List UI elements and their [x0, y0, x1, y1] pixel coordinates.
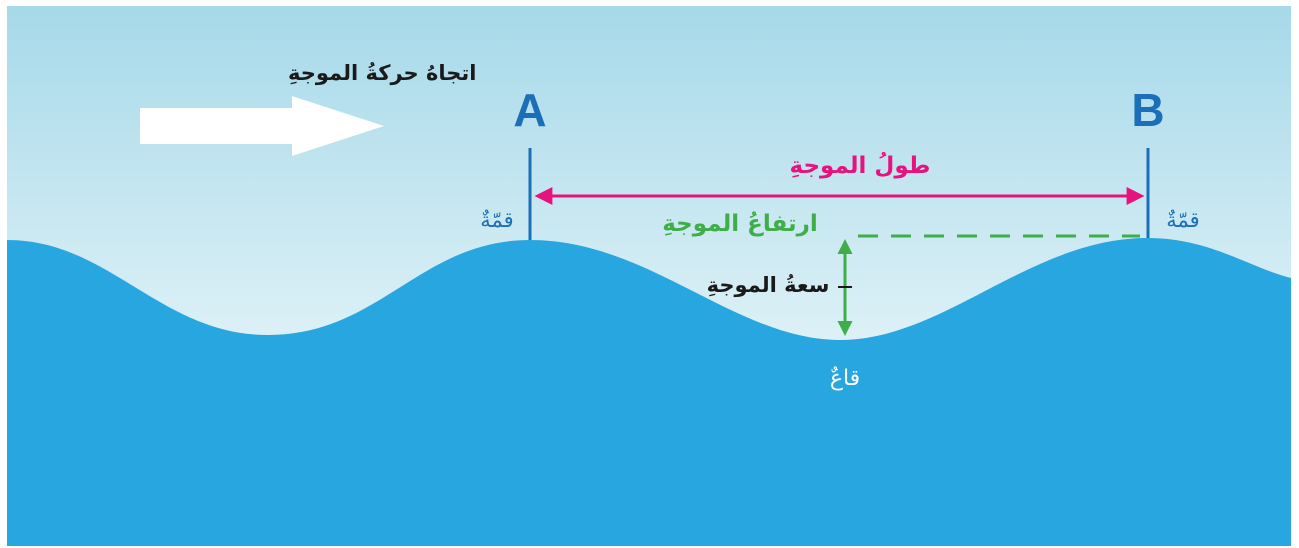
trough-label: قاعٌ — [830, 366, 860, 391]
direction-label: اتجاهُ حركةُ الموجةِ — [288, 61, 476, 85]
crest-right-label: قمّةٌ — [1166, 208, 1199, 232]
point-b-label: B — [1131, 84, 1164, 136]
wavelength-label: طولُ الموجةِ — [790, 151, 931, 179]
crest-left-label: قمّةٌ — [480, 208, 513, 232]
amplitude-label: سعةُ الموجةِ — [707, 273, 830, 297]
wave-height-label: ارتفاعُ الموجةِ — [662, 211, 818, 237]
point-a-label: A — [513, 84, 546, 136]
wave-water — [7, 238, 1291, 546]
right-arrow-icon — [140, 96, 384, 156]
